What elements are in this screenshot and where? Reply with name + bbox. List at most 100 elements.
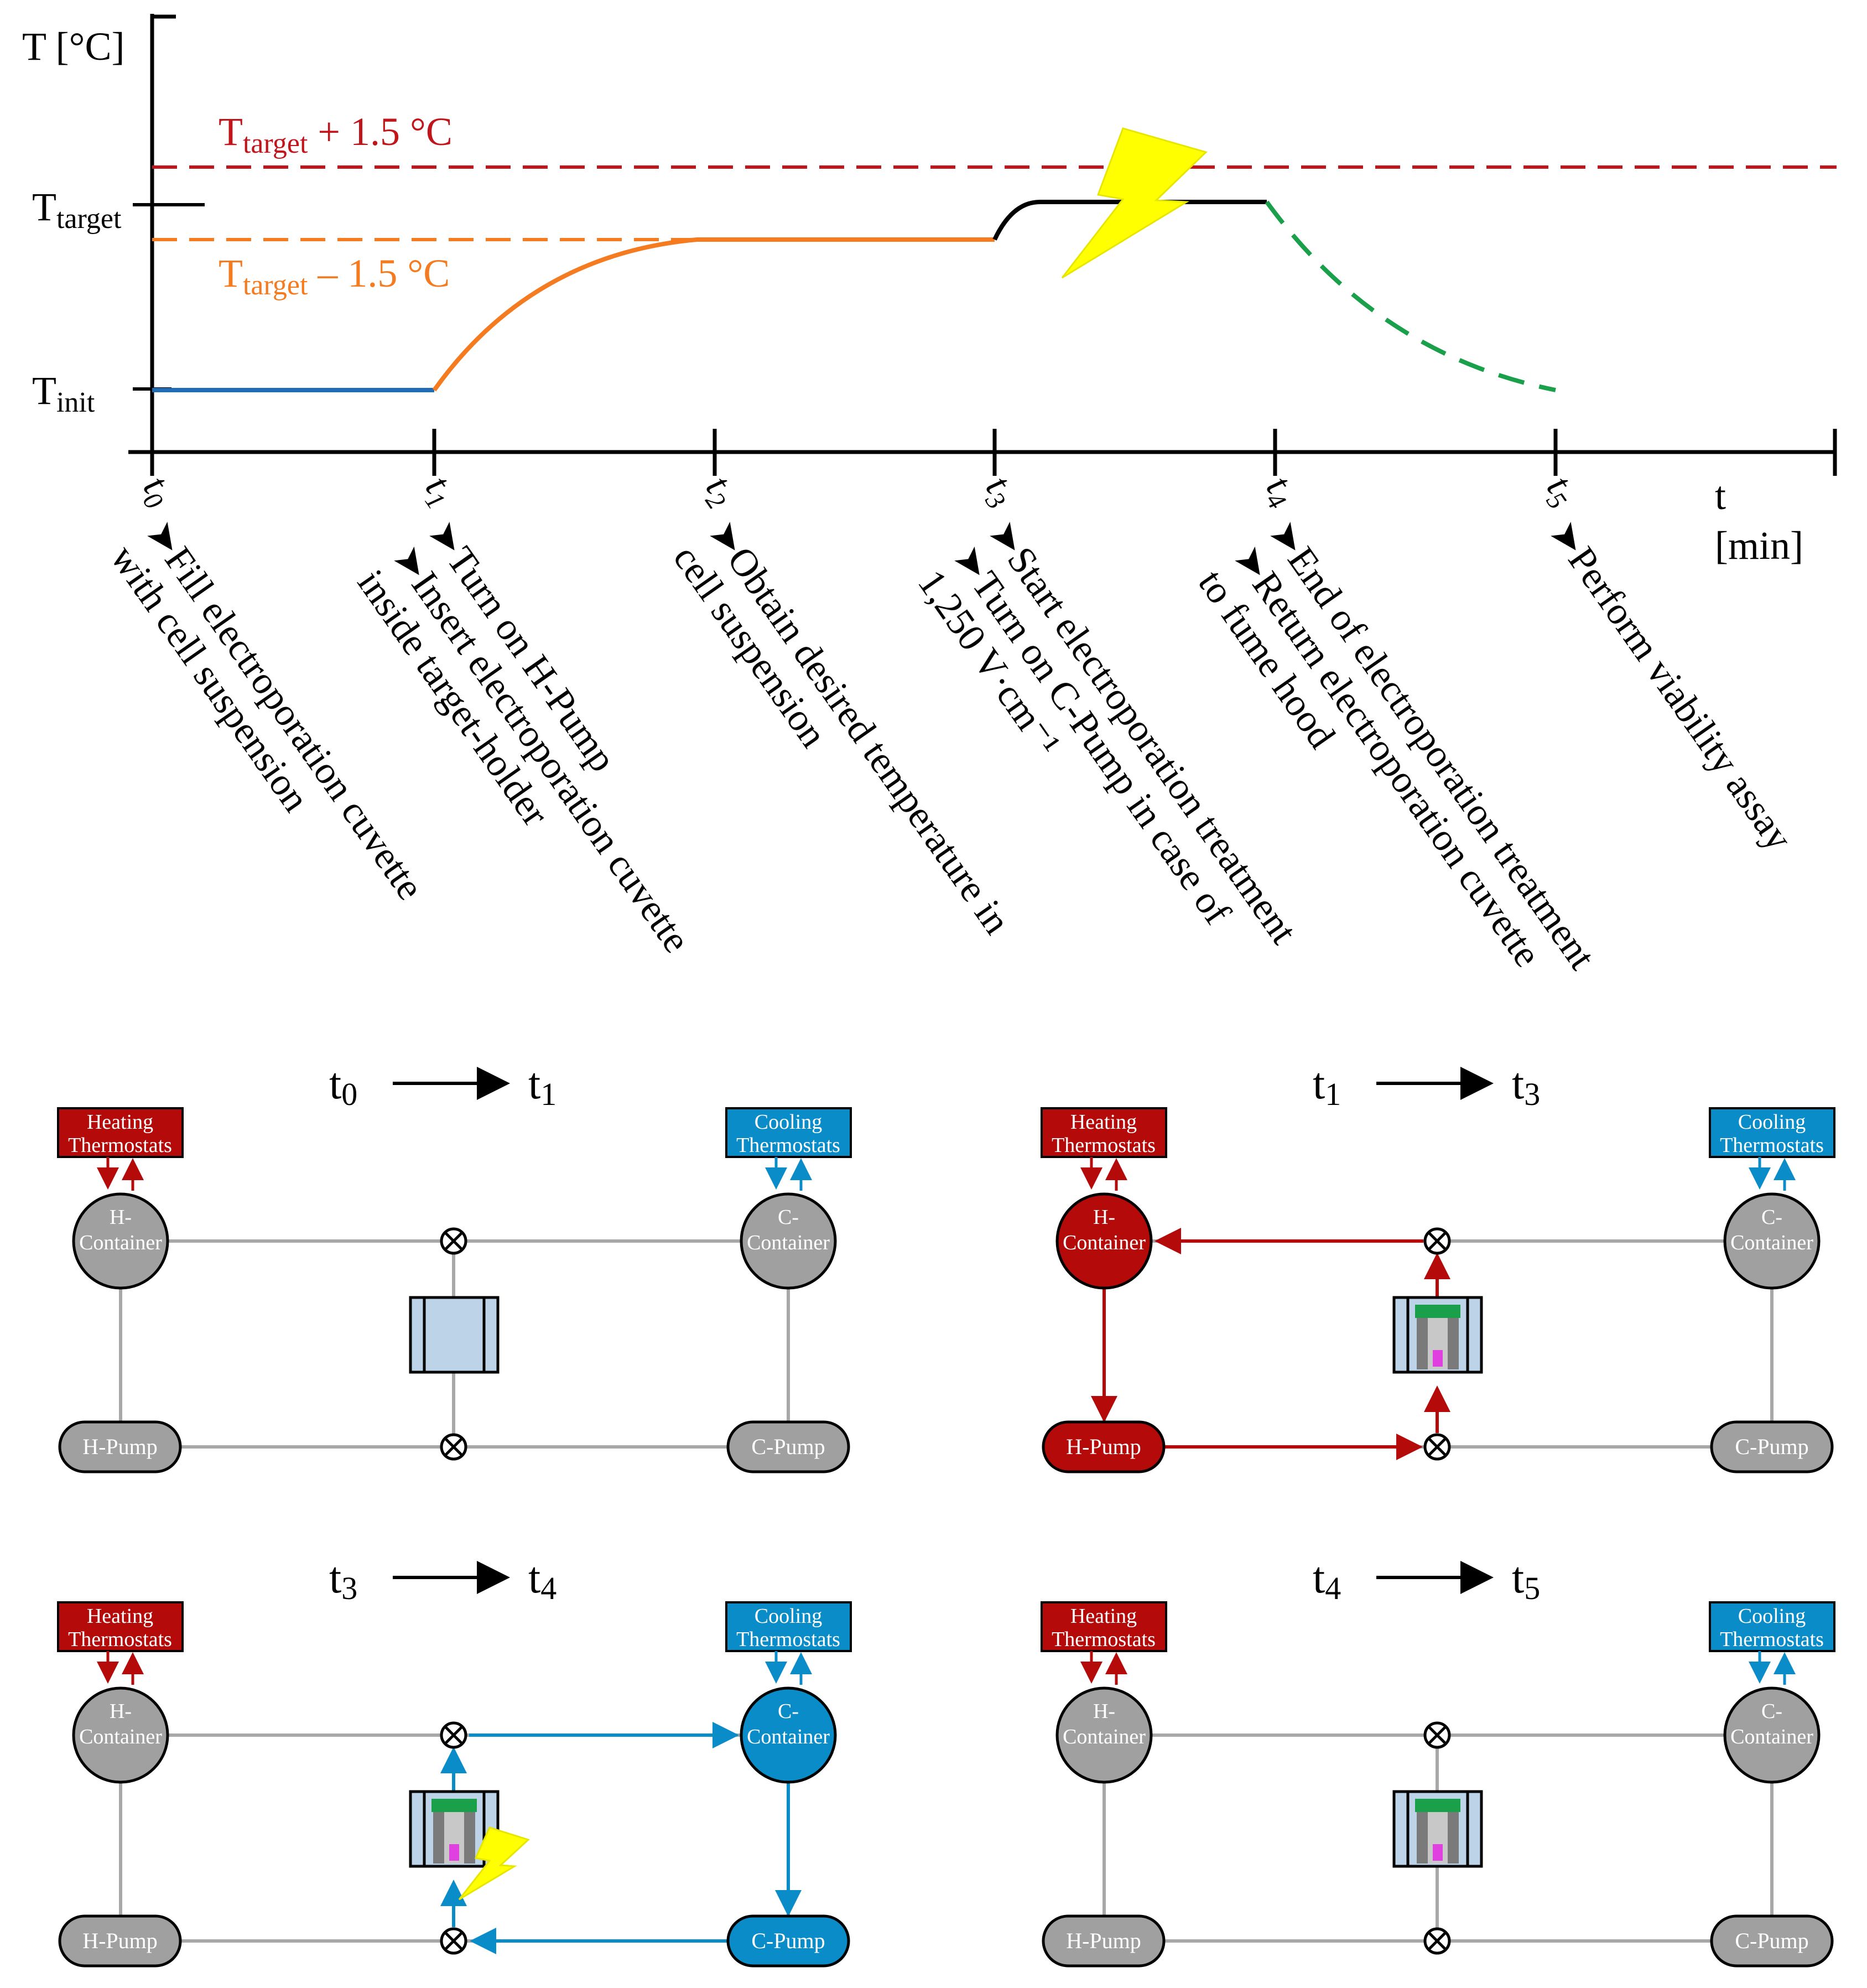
h-container: H-Container [72, 1686, 169, 1784]
c-container-label-1: C- [778, 1700, 799, 1723]
h-container-circle [72, 1686, 169, 1784]
valve-top-cross-b [1428, 1232, 1447, 1250]
c-container-label-2: Container [1730, 1231, 1813, 1254]
cooling-thermostats-label-1: Cooling [1738, 1110, 1806, 1134]
panel-title-to-2: t4 [528, 1554, 557, 1606]
h-pump-label: H-Pump [82, 1434, 158, 1459]
c-container: C-Container [740, 1686, 837, 1784]
h-container-label-1: H- [1093, 1206, 1115, 1229]
c-pump: C-Pump [1710, 1420, 1834, 1473]
heating-thermostats-box [1041, 1107, 1167, 1158]
valve-top [1423, 1227, 1451, 1255]
h-container: H-Container [1055, 1192, 1153, 1290]
h-pump-shape [1042, 1420, 1166, 1473]
c-container-circle [1723, 1686, 1821, 1784]
electroporation-cuvette [431, 1799, 477, 1864]
valve-top [440, 1227, 467, 1255]
heating-thermostats-box [1041, 1601, 1167, 1652]
lower-limit-label: Ttarget – 1.5 °C [219, 251, 450, 301]
heating-curve [432, 237, 995, 392]
valve-bottom-cross-b [1428, 1932, 1447, 1950]
c-pump: C-Pump [726, 1914, 850, 1968]
cooling-thermostats-label-1: Cooling [1738, 1605, 1806, 1628]
lightning-icon [458, 1826, 530, 1901]
cooling-thermostats-box [1709, 1107, 1835, 1158]
cooling-thermostats-label-1: Cooling [755, 1605, 822, 1628]
h-pump-label: H-Pump [82, 1928, 158, 1953]
x-axis-label-unit: [min] [1715, 523, 1803, 568]
h-container-label-2: Container [79, 1725, 162, 1748]
c-container-label-2: Container [747, 1725, 830, 1748]
tick-label-t1: t1 [413, 468, 466, 515]
c-pump-shape [726, 1420, 850, 1473]
cell-sample [1433, 1350, 1443, 1367]
heating-thermostats-label-1: Heating [1070, 1110, 1137, 1134]
c-pump-label: C-Pump [751, 1928, 825, 1953]
y-axis-label: T [°C] [22, 24, 124, 69]
heating-thermostats-box [57, 1107, 184, 1158]
c-container: C-Container [740, 1192, 837, 1290]
tick-label-t0: t0 [131, 468, 184, 515]
lightning-icon [1061, 127, 1208, 279]
target-holder [409, 1790, 500, 1868]
cooling-thermostats-label-2: Thermostats [736, 1628, 840, 1651]
cooling-thermostats-box [1709, 1601, 1835, 1652]
c-pump-label: C-Pump [1735, 1928, 1808, 1953]
h-pump-shape [58, 1914, 182, 1968]
c-pump-shape [1710, 1914, 1834, 1968]
target-holder [1392, 1296, 1483, 1374]
cooling-thermostats-label-1: Cooling [755, 1110, 822, 1134]
panel-title-0: t0 [329, 1060, 357, 1112]
cooling-thermostats-label-2: Thermostats [736, 1134, 840, 1157]
valve-top-cross-b [444, 1232, 463, 1250]
c-container-label-2: Container [747, 1231, 830, 1254]
heating-thermostats-label-1: Heating [1070, 1605, 1137, 1628]
c-container-label-1: C- [778, 1206, 799, 1229]
h-pump-label: H-Pump [1066, 1928, 1141, 1953]
target-holder [409, 1296, 500, 1374]
tick-label-t5: t5 [1535, 468, 1587, 515]
h-pump-shape [58, 1420, 182, 1473]
c-container-label-1: C- [1761, 1700, 1782, 1723]
cuvette-cap [1415, 1305, 1460, 1318]
cooling-thermostats-box [725, 1601, 852, 1652]
h-container-circle [72, 1192, 169, 1290]
h-pump: H-Pump [1042, 1420, 1166, 1473]
c-pump-label: C-Pump [1735, 1434, 1808, 1459]
valve-top [1423, 1721, 1451, 1749]
tick-label-t2: t2 [694, 468, 746, 515]
c-pump: C-Pump [726, 1420, 850, 1473]
cuvette-cap [431, 1799, 477, 1812]
cuvette-cap [1415, 1799, 1460, 1812]
cell-sample [449, 1844, 459, 1861]
panel-title-1: t1 [1313, 1060, 1341, 1112]
c-pump-shape [726, 1914, 850, 1968]
h-pump-label: H-Pump [1066, 1434, 1141, 1459]
h-container: H-Container [72, 1192, 169, 1290]
h-container-label-2: Container [1063, 1725, 1146, 1748]
c-pump: C-Pump [1710, 1914, 1834, 1968]
c-pump-label: C-Pump [751, 1434, 825, 1459]
h-container-circle [1055, 1686, 1153, 1784]
tick-label-t3: t3 [974, 468, 1026, 515]
c-container-circle [740, 1192, 837, 1290]
h-pump: H-Pump [1042, 1914, 1166, 1968]
panel-title-to-1: t3 [1512, 1060, 1540, 1112]
c-container-circle [740, 1686, 837, 1784]
h-container-label-2: Container [1063, 1231, 1146, 1254]
x-axis-label-t: t [1715, 474, 1726, 518]
c-container: C-Container [1723, 1192, 1821, 1290]
h-container-label-1: H- [1093, 1700, 1115, 1723]
target-curve [992, 200, 1267, 241]
panel-title-3: t4 [1313, 1554, 1341, 1606]
